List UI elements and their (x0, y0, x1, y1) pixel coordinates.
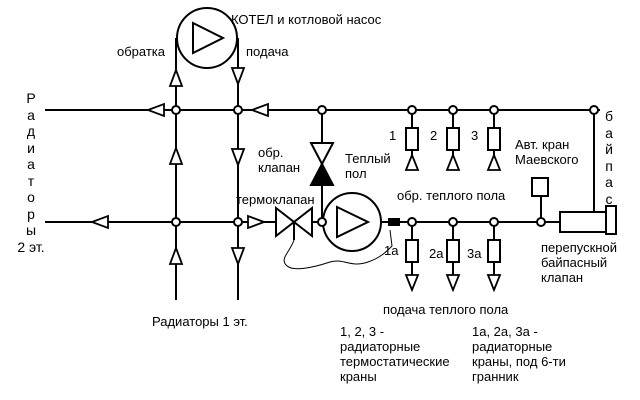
check-valve-label: обр. клапан (258, 145, 301, 175)
valve-3a-icon (488, 240, 500, 262)
radiators-2-vertical-label: Р а д и а т о р ы 2 эт. (17, 90, 45, 255)
thermo-valve-label: термоклапан (236, 192, 315, 207)
valve-1-icon (406, 128, 418, 150)
valve-1a-icon (406, 240, 418, 262)
boiler-title: КОТЕЛ и котловой насос (231, 12, 382, 27)
valve-3a-label: 3а (467, 246, 482, 261)
supply-top-label: подача (246, 44, 289, 59)
check-valve-icon (311, 143, 333, 185)
radiators-1-label: Радиаторы 1 эт. (152, 314, 248, 329)
valve-1-label: 1 (389, 128, 397, 143)
valve-3-label: 3 (471, 128, 479, 143)
bypass-valve-icon (560, 206, 616, 234)
note-hex-valves: 1а, 2а, 3а - радиаторные краны, под 6-ти… (472, 324, 566, 384)
valve-1a-label: 1а (384, 243, 399, 258)
capillary-tube (284, 230, 392, 269)
valve-2a-icon (447, 240, 459, 262)
floor-return-label: обр. теплого пола (397, 188, 506, 203)
bypass-valve-label: перепускной байпасный клапан (541, 240, 617, 285)
valve-2-label: 2 (430, 128, 438, 143)
thermo-valve-icon (276, 208, 312, 240)
auto-vent-label: Авт. кран Маевского (515, 137, 579, 167)
boiler-pump-icon (177, 8, 237, 68)
floor-supply-label: подача теплого пола (383, 302, 509, 317)
valve-3-icon (488, 128, 500, 150)
valve-2a-label: 2а (429, 246, 444, 261)
pump-connector (388, 218, 400, 226)
floor-pump-icon (323, 193, 381, 251)
valve-2-icon (447, 128, 459, 150)
warm-floor-label: Теплый пол (345, 151, 391, 181)
bypass-vertical-label: б а й п а с (604, 108, 614, 207)
return-top-label: обратка (117, 44, 166, 59)
air-vent-icon (532, 178, 548, 196)
note-thermostatic: 1, 2, 3 - радиаторные термостатические к… (340, 324, 450, 384)
